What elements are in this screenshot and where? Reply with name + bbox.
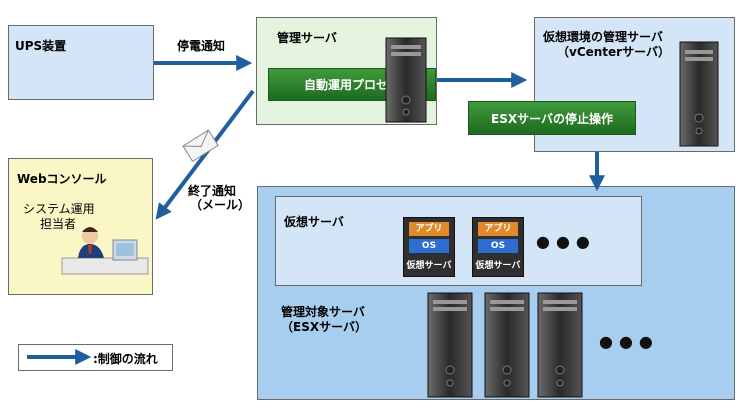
app-badge: アプリ <box>478 222 518 236</box>
management-server-title: 管理サーバ <box>277 31 337 45</box>
esx-stop-operation: ESXサーバの停止操作 <box>468 101 636 135</box>
esx-server-icon <box>427 292 473 398</box>
server-ellipsis: ●●● <box>599 332 659 351</box>
end-notice-sublabel: （メール） <box>190 198 251 212</box>
vm-ellipsis: ●●● <box>536 232 596 251</box>
vcenter-server-title: 仮想環境の管理サーバ <box>543 30 663 44</box>
managed-servers-subtitle: （ESXサーバ） <box>281 320 367 334</box>
ups-device-box <box>8 25 154 100</box>
os-badge: OS <box>409 239 449 253</box>
management-server-icon <box>385 37 427 123</box>
mail-icon <box>182 129 219 162</box>
virtual-servers-title: 仮想サーバ <box>284 215 344 229</box>
end-notice-label: 終了通知 <box>188 184 237 198</box>
vm-card: アプリ OS 仮想サーバ <box>403 217 455 277</box>
web-console-title: Webコンソール <box>17 172 107 186</box>
operator-label-line1: システム運用 <box>23 202 95 216</box>
esx-server-icon <box>537 292 583 398</box>
vcenter-server-subtitle: （vCenterサーバ） <box>557 45 670 59</box>
virtual-servers-box <box>275 196 642 286</box>
vm-caption: 仮想サーバ <box>475 261 521 271</box>
legend-label: :制御の流れ <box>93 352 158 366</box>
managed-servers-title: 管理対象サーバ <box>281 305 365 319</box>
power-outage-label: 停電通知 <box>177 39 226 53</box>
os-badge: OS <box>478 239 518 253</box>
vm-caption: 仮想サーバ <box>406 261 452 271</box>
esx-server-icon <box>484 292 530 398</box>
app-badge: アプリ <box>409 222 449 236</box>
operator-label-line2: 担当者 <box>40 217 77 231</box>
vm-card: アプリ OS 仮想サーバ <box>472 217 524 277</box>
ups-device-label: UPS装置 <box>15 39 67 53</box>
operator-person-icon <box>61 227 149 275</box>
vcenter-server-icon <box>679 41 719 147</box>
